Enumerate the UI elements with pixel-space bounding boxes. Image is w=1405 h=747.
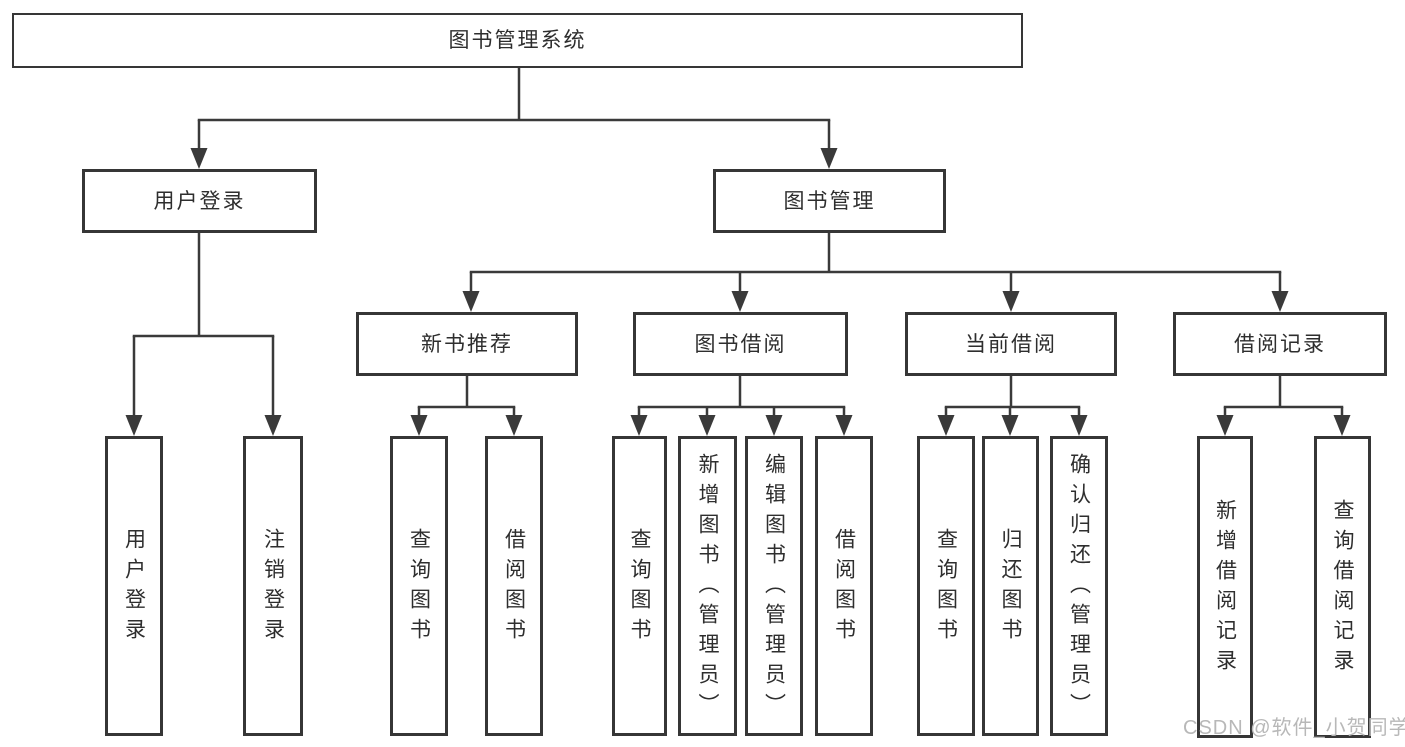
node-current-borrowing: 当前借阅 bbox=[905, 312, 1117, 376]
leaf-return-books: 归还图书 bbox=[982, 436, 1039, 736]
node-user-login: 用户登录 bbox=[82, 169, 317, 233]
leaf-query-books: 查询图书 bbox=[917, 436, 975, 736]
leaf-add-books-admin: 新增图书（管理员） bbox=[678, 436, 737, 736]
leaf-user-login: 用户登录 bbox=[105, 436, 163, 736]
leaf-query-books: 查询图书 bbox=[612, 436, 667, 736]
csdn-watermark: CSDN @软件_小贺同学 bbox=[1183, 717, 1405, 739]
leaf-confirm-return-admin: 确认归还（管理员） bbox=[1050, 436, 1108, 736]
leaf-borrow-books: 借阅图书 bbox=[815, 436, 873, 736]
node-new-book-recommendation: 新书推荐 bbox=[356, 312, 578, 376]
leaf-query-borrowing-record: 查询借阅记录 bbox=[1314, 436, 1371, 738]
node-book-borrowing: 图书借阅 bbox=[633, 312, 848, 376]
leaf-edit-books-admin: 编辑图书（管理员） bbox=[745, 436, 803, 736]
node-borrowing-records: 借阅记录 bbox=[1173, 312, 1387, 376]
leaf-add-borrowing-record: 新增借阅记录 bbox=[1197, 436, 1253, 738]
leaf-borrow-books: 借阅图书 bbox=[485, 436, 543, 736]
leaf-query-books: 查询图书 bbox=[390, 436, 448, 736]
node-library-system: 图书管理系统 bbox=[12, 13, 1023, 68]
node-book-management: 图书管理 bbox=[713, 169, 946, 233]
leaf-logout: 注销登录 bbox=[243, 436, 303, 736]
